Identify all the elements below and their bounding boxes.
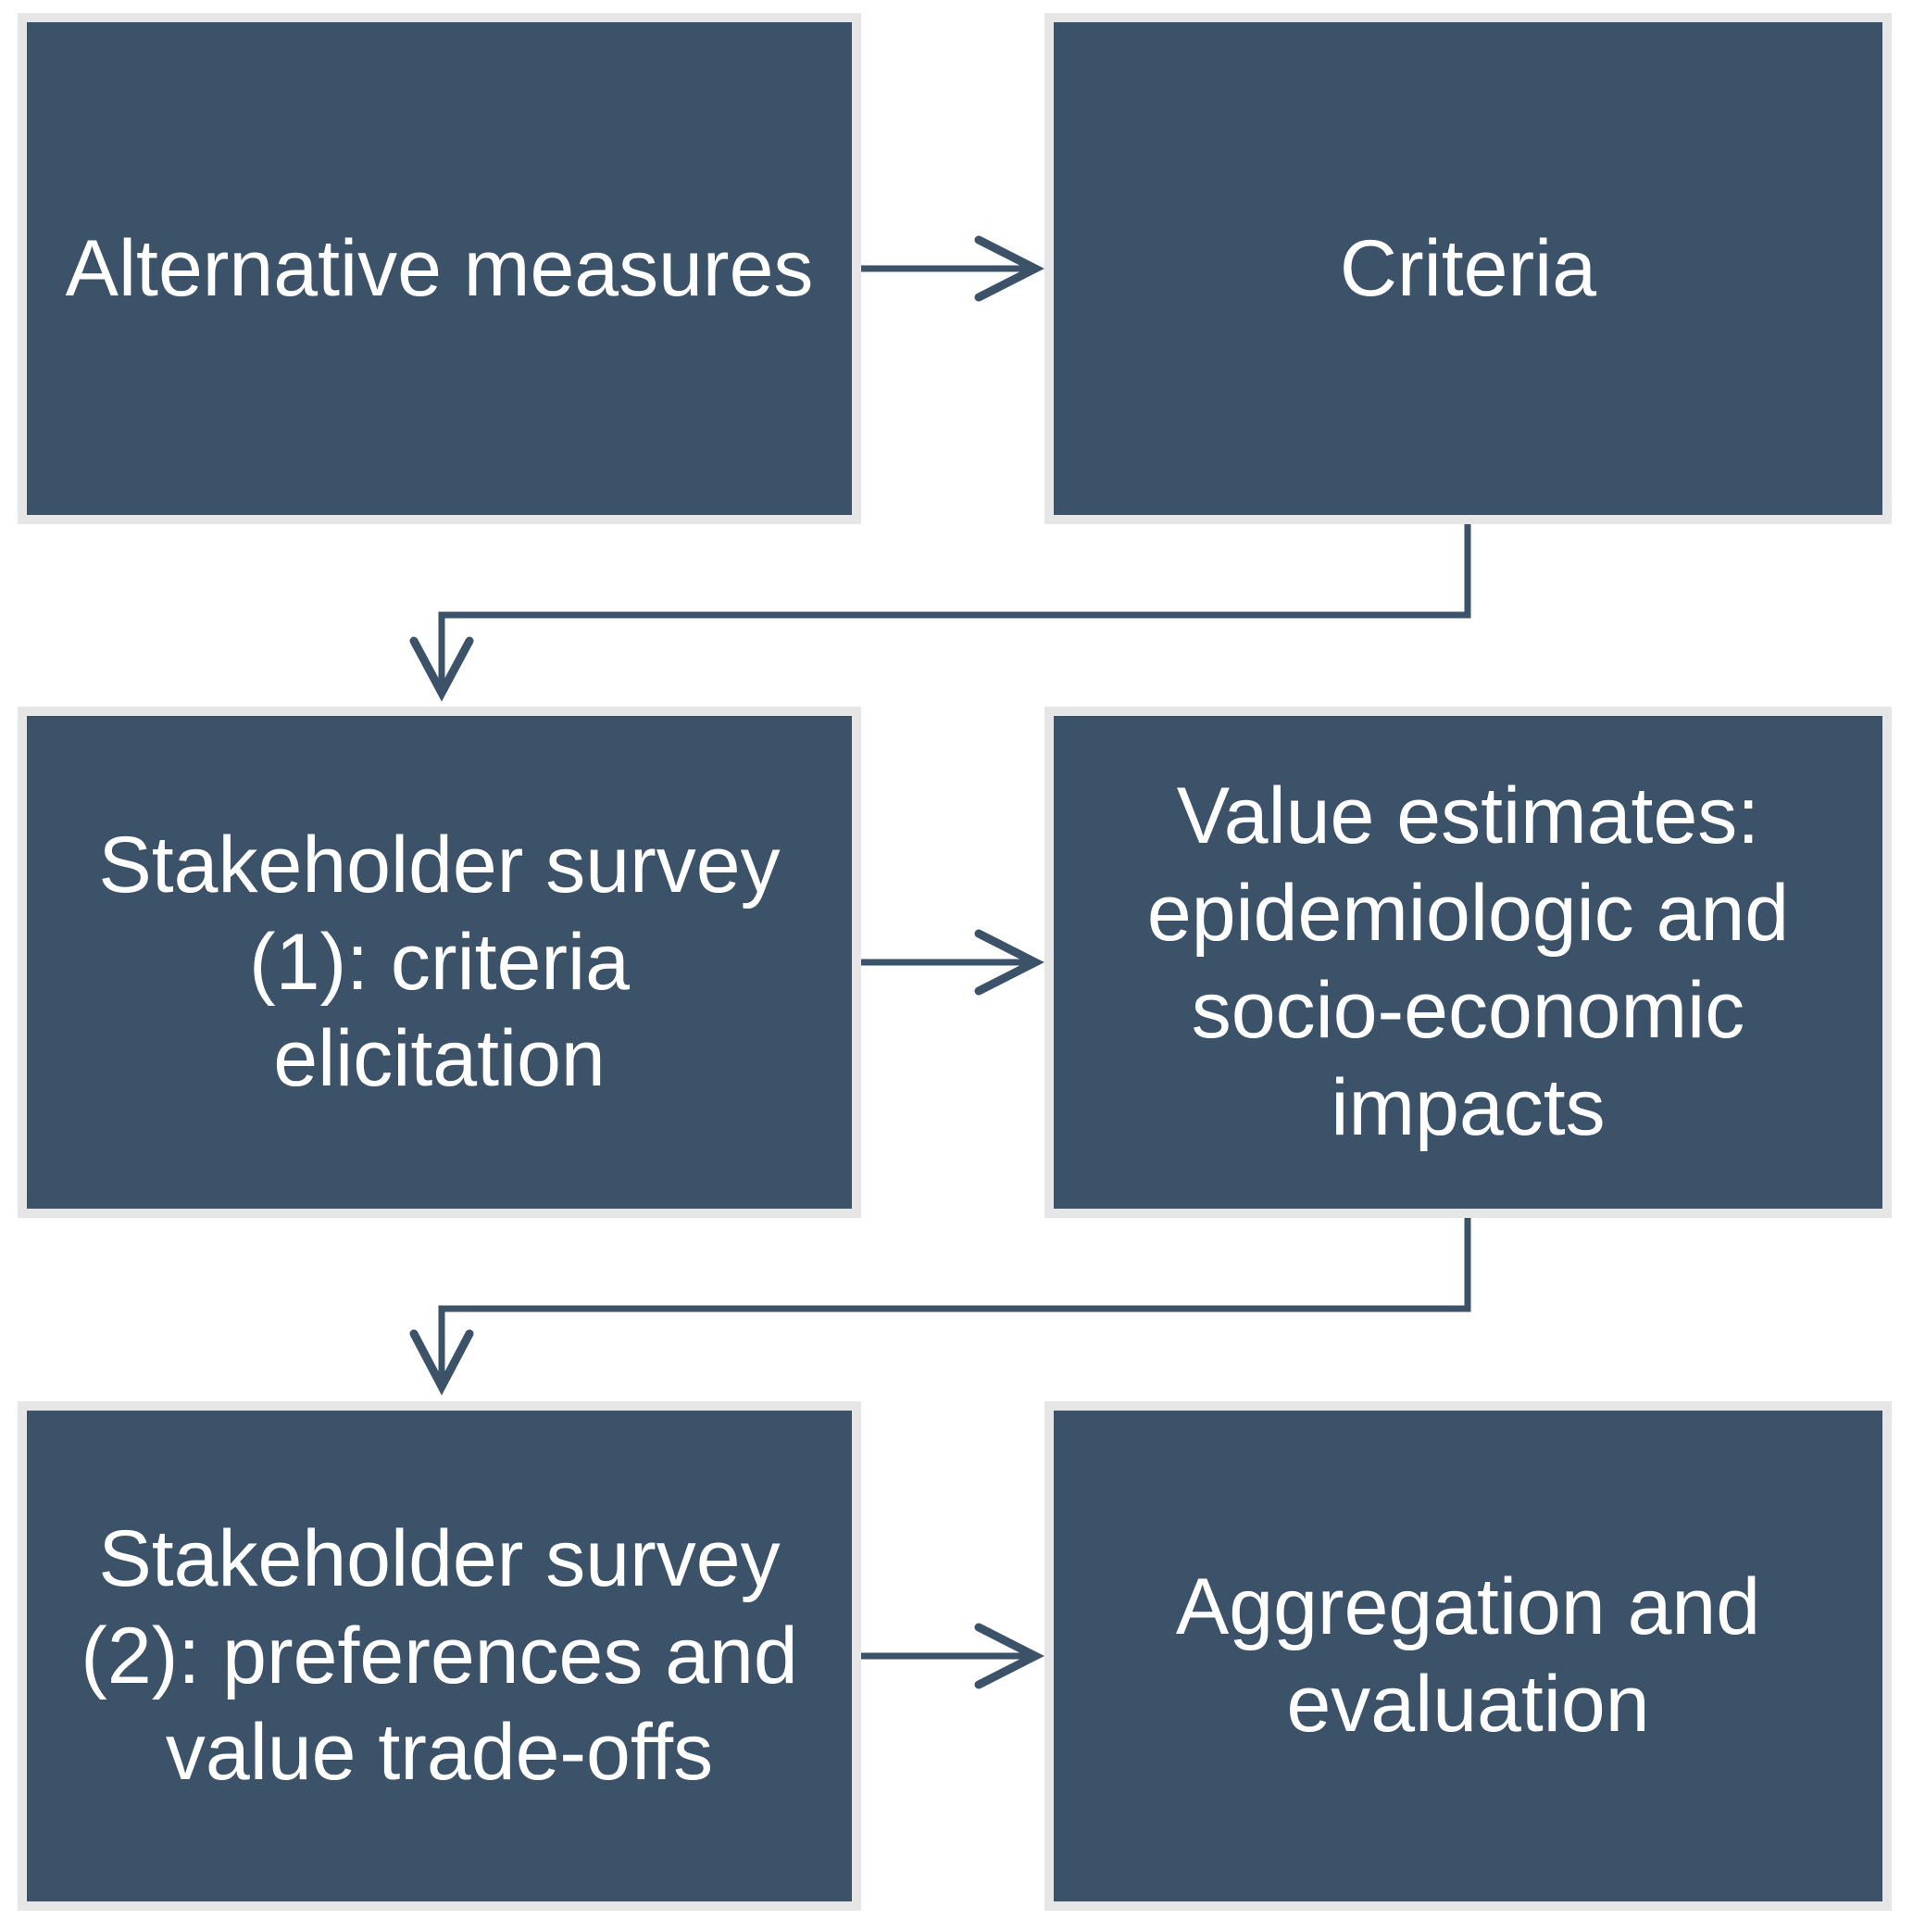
node-label: value trade-offs — [165, 1708, 714, 1798]
node-stakeholder-survey-1: Stakeholder survey (1): criteria elicita… — [18, 707, 861, 1218]
node-label: Aggregation and — [1175, 1562, 1761, 1652]
arrow-right-icon — [974, 235, 1044, 302]
node-label: (2): preferences and — [81, 1611, 798, 1700]
connector-stakeholder-survey-2-to-aggregation-evaluation — [861, 1623, 1044, 1689]
node-label: Value estimates: — [1176, 772, 1760, 861]
node-stakeholder-survey-2: Stakeholder survey (2): preferences and … — [18, 1401, 861, 1911]
node-label: evaluation — [1286, 1660, 1650, 1749]
arrow-down-icon — [409, 636, 474, 702]
node-value-estimates: Value estimates: epidemiologic and socio… — [1044, 707, 1892, 1218]
connector-value-estimates-to-stakeholder-survey-2 — [409, 1218, 1471, 1396]
node-label: Stakeholder survey — [98, 820, 781, 910]
connector-stakeholder-survey-1-to-value-estimates — [861, 929, 1044, 996]
node-label: Stakeholder survey — [98, 1513, 781, 1603]
node-label: Criteria — [1339, 223, 1597, 313]
node-label: impacts — [1331, 1062, 1606, 1152]
node-label: elicitation — [273, 1014, 606, 1104]
node-criteria: Criteria — [1044, 13, 1892, 524]
node-label: (1): criteria — [249, 917, 630, 1007]
arrow-right-icon — [974, 1623, 1044, 1689]
node-label: Alternative measures — [65, 223, 814, 313]
node-alternative-measures: Alternative measures — [18, 13, 861, 524]
arrow-down-icon — [409, 1329, 474, 1396]
arrow-right-icon — [974, 929, 1044, 996]
connector-criteria-to-stakeholder-survey-1 — [409, 524, 1471, 702]
node-label: epidemiologic and — [1146, 869, 1790, 959]
node-label: socio-economic — [1191, 966, 1745, 1055]
node-aggregation-evaluation: Aggregation and evaluation — [1044, 1401, 1892, 1911]
connector-alternative-measures-to-criteria — [861, 235, 1044, 302]
